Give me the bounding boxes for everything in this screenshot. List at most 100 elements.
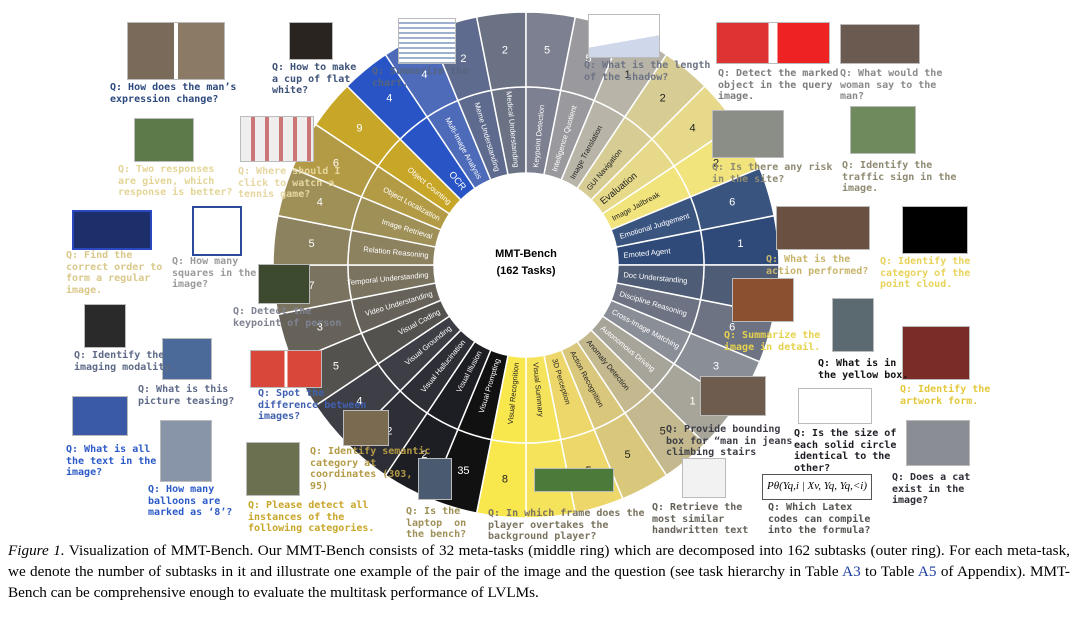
table-ref-a5[interactable]: A5	[917, 563, 937, 580]
subtask-count: 1	[625, 69, 631, 81]
thumb-yellow-box	[832, 298, 874, 352]
thumb-tennis-court	[134, 118, 194, 162]
thumb-chart	[398, 18, 456, 64]
question-text: Q: Does a cat exist in the image?	[892, 472, 971, 506]
subtask-count: 3	[317, 322, 323, 334]
thumb-gui	[240, 116, 314, 162]
thumb-climbing	[700, 376, 766, 416]
question-text: Q: How many squares in the image?	[172, 256, 257, 290]
subtask-count: 2	[460, 53, 466, 65]
question-text: Q: Where should I click to watch a tenni…	[238, 166, 341, 200]
formula-text: Pθ(Yq,i | Xv, Yq, Yq,<i)	[767, 480, 867, 492]
subtask-count: 2	[386, 426, 392, 438]
question-text: Q: Two responses are given, which respon…	[118, 164, 233, 198]
thumb-man-expression	[127, 22, 225, 80]
subtask-count: 35	[457, 465, 469, 477]
caption-text-2: to Table	[860, 563, 918, 580]
thumb-formula: Pθ(Yq,i | Xv, Yq, Yq,<i)	[762, 474, 872, 500]
subtask-count: 5	[544, 45, 550, 57]
thumb-laptop	[418, 458, 452, 500]
thumb-squares	[192, 206, 242, 256]
subtask-count: 4	[690, 122, 696, 134]
question-text: Q: What is the length of the shadow?	[584, 60, 711, 83]
thumb-handwriting	[682, 458, 726, 498]
caption-text-3: of Appendix). MMT-Bench can be comprehen…	[8, 563, 1070, 601]
thumb-horses	[534, 468, 614, 492]
thumb-site	[712, 110, 784, 158]
subtask-count: 6	[729, 196, 735, 208]
thumb-keypoint	[258, 264, 310, 304]
thumb-action	[776, 206, 870, 250]
question-text: Q: What is in the yellow box.	[818, 358, 909, 381]
thumb-food	[732, 278, 794, 322]
subtask-count: 4	[356, 396, 362, 408]
thumb-xray	[84, 304, 126, 348]
thumb-spot-difference	[250, 350, 322, 388]
question-text: Q: Find the correct order to form a regu…	[66, 250, 163, 296]
subtask-count: 2	[660, 92, 666, 104]
question-text: Q: Identify the imaging modality.	[74, 350, 177, 373]
wheel-center	[433, 172, 619, 358]
question-text: Q: How many balloons are marked as ‘8’?	[148, 484, 233, 518]
figure-caption: Figure 1. Visualization of MMT-Bench. Ou…	[8, 540, 1070, 603]
subtask-count: 2	[713, 157, 719, 169]
thumb-ocr	[72, 396, 128, 436]
thumb-coffee-machine	[289, 22, 333, 60]
question-text: Q: What would the woman say to the man?	[840, 68, 943, 102]
question-text: Q: Summarize the image in detail.	[724, 330, 821, 353]
question-text: Q: What is all the text in the image?	[66, 444, 157, 478]
question-text: Q: Identify semantic category at coordin…	[310, 446, 431, 492]
subtask-count: 5	[585, 53, 591, 65]
subtask-count: 9	[356, 122, 362, 134]
table-ref-a3[interactable]: A3	[842, 563, 861, 580]
thumb-meme	[162, 338, 212, 380]
subtask-count: 5	[308, 238, 314, 250]
thumb-balloons	[160, 420, 212, 482]
thumb-shadow	[588, 14, 660, 58]
question-text: Q: What is the action performed?	[766, 254, 869, 277]
thumb-aerial	[246, 442, 300, 496]
subtask-count: 8	[502, 473, 508, 485]
question-text: Q: Provide bounding box for “man in jean…	[666, 424, 793, 458]
question-text: Q: Is there any risk in the site?	[712, 162, 833, 185]
wheel-subtitle: (162 Tasks)	[496, 265, 555, 277]
subtask-count: 4	[317, 196, 323, 208]
thumb-switch	[716, 22, 830, 64]
question-text: Q: Please detect all instances of the fo…	[248, 500, 375, 534]
subtask-count: 1	[690, 396, 696, 408]
subtask-count: 5	[625, 449, 631, 461]
thumb-cat	[906, 420, 970, 466]
caption-text-1: Visualization of MMT-Bench. Our MMT-Benc…	[8, 542, 1070, 580]
question-text: Q: Summarize the chart.	[372, 66, 469, 89]
thumb-bench-person	[343, 410, 389, 446]
thumb-woman-man	[840, 24, 920, 64]
question-text: Q: Identify the traffic sign in the imag…	[842, 160, 957, 194]
subtask-count: 5	[333, 361, 339, 373]
subtask-count: 4	[386, 92, 392, 104]
question-text: Q: Identify the category of the point cl…	[880, 256, 971, 290]
thumb-pointcloud	[902, 206, 968, 254]
thumb-puzzle	[72, 210, 152, 250]
subtask-count: 1	[737, 238, 743, 250]
question-text: Q: In which frame does the player overta…	[488, 508, 645, 542]
subtask-count: 4	[421, 69, 427, 81]
question-text: Q: Retrieve the most similar handwritten…	[652, 502, 749, 536]
question-text: Q: Detect the marked object in the query…	[718, 68, 839, 102]
subtask-count: 6	[333, 157, 339, 169]
question-text: Q: Is the size of each solid circle iden…	[794, 428, 897, 474]
question-text: Q: Is the laptop on the bench?	[406, 506, 467, 540]
question-text: Q: Detect the keypoint of person	[233, 306, 342, 329]
question-text: Q: How does the man’s expression change?	[110, 82, 237, 105]
thumb-circles	[798, 388, 872, 424]
question-text: Q: What is this picture teasing?	[138, 384, 235, 407]
subtask-count: 3	[713, 361, 719, 373]
wheel-title: MMT-Bench	[495, 248, 557, 260]
thumb-artwork	[902, 326, 970, 380]
thumb-traffic	[850, 106, 916, 154]
question-text: Q: Which Latex codes can compile into th…	[768, 502, 871, 536]
subtask-count: 2	[421, 449, 427, 461]
subtask-count: 2	[502, 45, 508, 57]
caption-label: Figure 1.	[8, 542, 65, 559]
question-text: Q: How to make a cup of flat white?	[272, 62, 357, 96]
